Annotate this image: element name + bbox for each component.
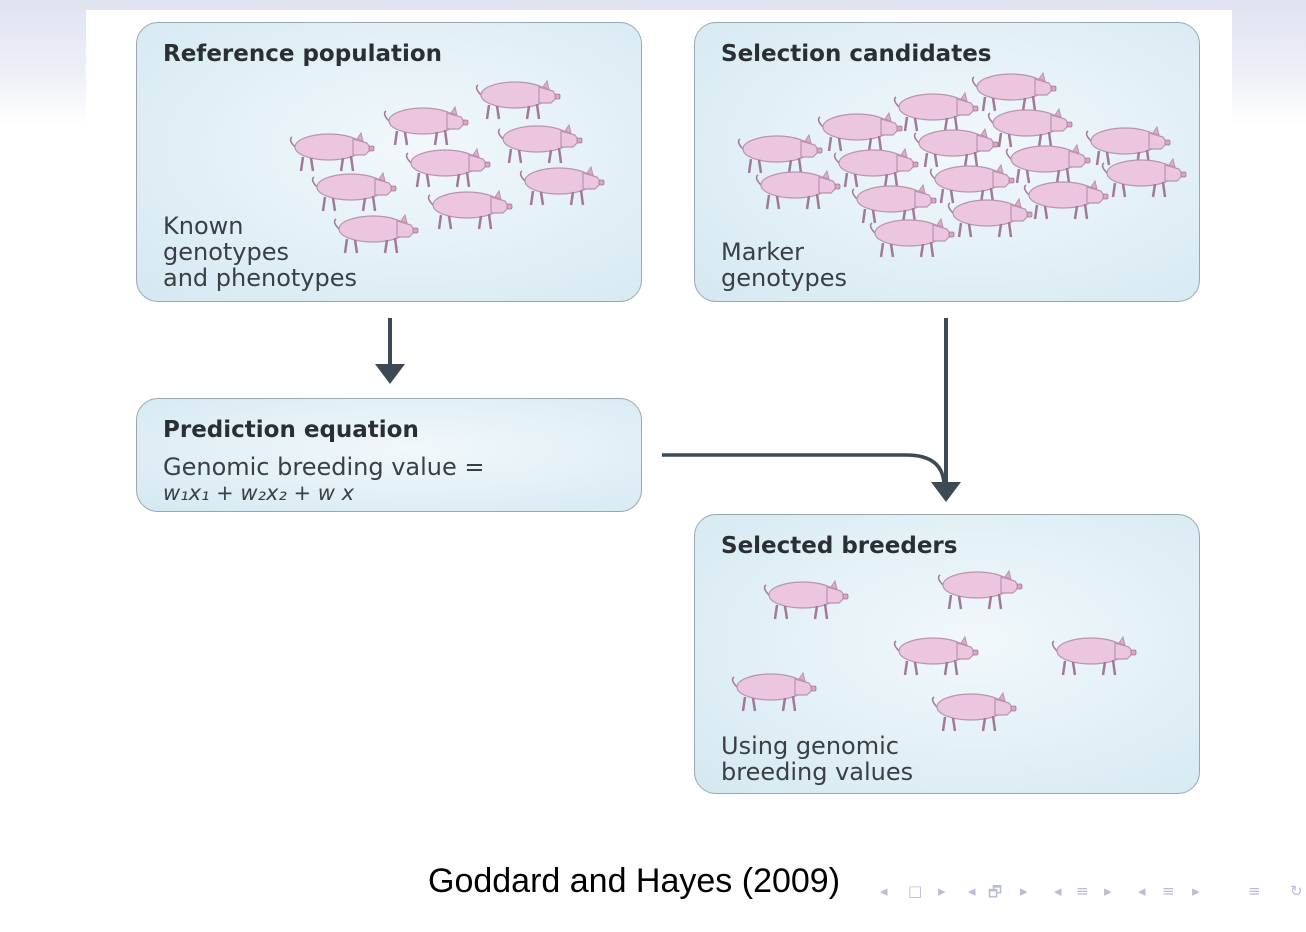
arrow-down-icon: [931, 318, 961, 502]
nav-next-subsection-icon[interactable]: ▸: [1020, 882, 1028, 900]
prediction-equation-title: Prediction equation: [163, 417, 419, 443]
prediction-equation-box: Prediction equation Genomic breeding val…: [136, 398, 642, 512]
selection-candidates-caption-1: Marker: [721, 238, 804, 266]
arrow-merge-icon: [662, 453, 946, 487]
selection-candidates-title: Selection candidates: [721, 41, 992, 67]
nav-next-section-icon[interactable]: ▸: [1104, 882, 1112, 900]
reference-population-caption-1: Known: [163, 212, 244, 240]
selected-breeders-title: Selected breeders: [721, 533, 958, 559]
selection-candidates-box: Selection candidates Marker genotypes: [694, 22, 1200, 302]
prediction-equation-text: Genomic breeding value =: [163, 453, 485, 481]
presentation-icon[interactable]: ≡: [1162, 882, 1175, 900]
beamer-navigation: ◂ □ ▸ ◂ 🗗 ▸ ◂ ≡ ▸ ◂ ≡ ▸ ≡ ↻: [880, 882, 1303, 912]
nav-next-frame-icon[interactable]: ▸: [938, 882, 946, 900]
reference-population-title: Reference population: [163, 41, 443, 67]
menu-icon[interactable]: ≡: [1248, 882, 1261, 900]
selected-breeders-caption-2: breeding values: [721, 758, 914, 786]
reference-population-caption-2: genotypes: [163, 238, 290, 266]
prediction-equation-formula: w₁x₁ + w₂x₂ + w x: [163, 481, 355, 505]
nav-prev-frame-icon[interactable]: ◂: [880, 882, 888, 900]
section-icon[interactable]: ≡: [1076, 882, 1089, 900]
nav-prev-subsection-icon[interactable]: ◂: [968, 882, 976, 900]
subsection-icon[interactable]: 🗗: [988, 883, 1003, 901]
genomic-selection-figure: Reference population Known genotypes and…: [86, 10, 1232, 822]
back-icon[interactable]: ↻: [1290, 882, 1303, 900]
nav-next-presentation-icon[interactable]: ▸: [1192, 882, 1200, 900]
frame-icon[interactable]: □: [908, 882, 923, 900]
nav-prev-section-icon[interactable]: ◂: [1054, 882, 1062, 900]
reference-population-box: Reference population Known genotypes and…: [136, 22, 642, 302]
selection-candidates-caption-2: genotypes: [721, 264, 848, 292]
arrow-down-icon: [375, 318, 405, 384]
nav-prev-presentation-icon[interactable]: ◂: [1138, 882, 1146, 900]
reference-population-caption-3: and phenotypes: [163, 264, 358, 292]
selected-breeders-caption-1: Using genomic: [721, 732, 899, 760]
selected-breeders-box: Selected breeders Using genomic breeding…: [694, 514, 1200, 794]
citation: Goddard and Hayes (2009): [428, 862, 841, 900]
